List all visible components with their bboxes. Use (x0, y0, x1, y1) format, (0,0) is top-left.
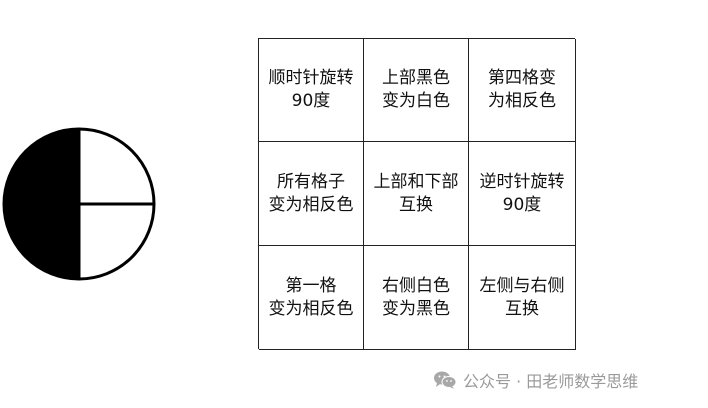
grid-cell: 左侧与右侧 互换 (469, 246, 576, 350)
grid-cell-text: 顺时针旋转 90度 (268, 68, 354, 111)
grid-cell: 逆时针旋转 90度 (469, 142, 576, 246)
grid-cell-text: 左侧与右侧 互换 (479, 275, 565, 319)
grid-cell-text: 上部黑色 变为白色 (382, 68, 450, 111)
grid-cell-text: 所有格子 变为相反色 (268, 171, 354, 215)
grid-cell: 右侧白色 变为黑色 (364, 246, 469, 350)
left-half-black (4, 128, 79, 280)
watermark-text: 公众号 · 田老师数学思维 (463, 372, 639, 391)
grid-cell-text: 逆时针旋转 90度 (479, 171, 565, 215)
grid-cell-text: 第一格 变为相反色 (268, 275, 354, 319)
quartered-circle-figure (2, 127, 156, 281)
grid-cell: 上部和下部 互换 (364, 142, 469, 246)
rules-grid: 顺时针旋转 90度 上部黑色 变为白色 第四格变 为相反色 所有格子 变为相反色… (258, 38, 576, 350)
watermark: 公众号 · 田老师数学思维 (433, 368, 638, 392)
wechat-icon (434, 371, 457, 389)
grid-cell: 顺时针旋转 90度 (259, 39, 364, 142)
grid-cell: 所有格子 变为相反色 (259, 142, 364, 246)
grid-cell: 第四格变 为相反色 (469, 39, 576, 142)
grid-cell-text: 第四格变 为相反色 (488, 68, 556, 111)
grid-cell-text: 上部和下部 互换 (373, 171, 459, 215)
grid-cell-text: 右侧白色 变为黑色 (382, 275, 450, 319)
grid-cell: 上部黑色 变为白色 (364, 39, 469, 142)
grid-cell: 第一格 变为相反色 (259, 246, 364, 350)
